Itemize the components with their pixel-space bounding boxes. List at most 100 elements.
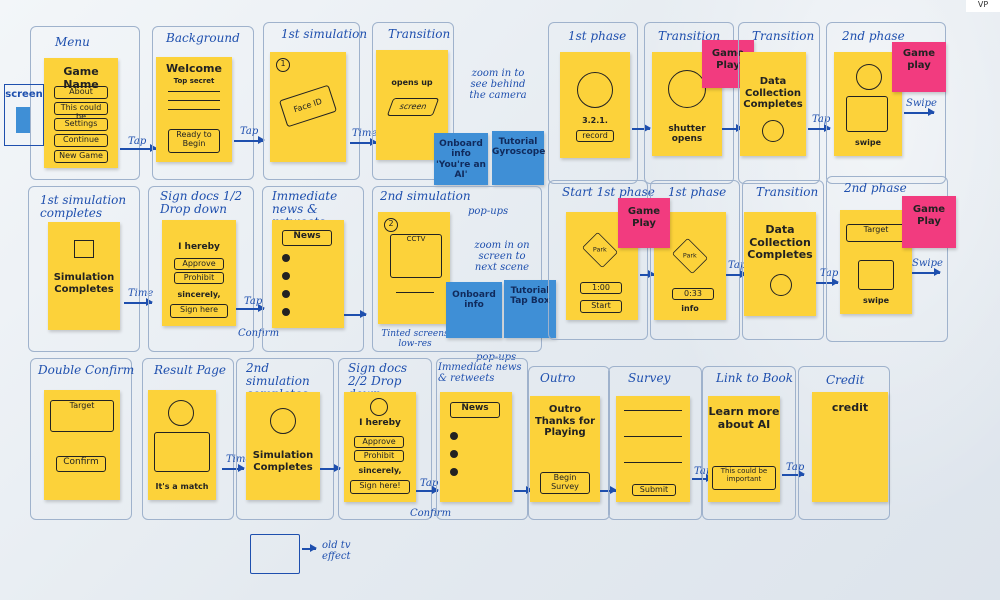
double-confirm-note: Target Confirm bbox=[44, 390, 120, 500]
tap-label: Tap bbox=[812, 114, 831, 125]
arrow-8 bbox=[640, 271, 655, 277]
news-title: News bbox=[450, 402, 500, 418]
arrow-time-1 bbox=[350, 139, 377, 145]
corner-logo: VP bbox=[966, 0, 1000, 12]
phase2b-label: 2nd phase bbox=[844, 181, 907, 195]
transition-label: Transition bbox=[388, 27, 451, 41]
tap-label: Tap bbox=[728, 260, 747, 271]
result-frame bbox=[142, 358, 234, 520]
start-phase-frame bbox=[548, 180, 648, 340]
link-frame bbox=[702, 366, 796, 520]
survey-slider bbox=[624, 410, 682, 411]
opens-up-text: opens up bbox=[391, 78, 433, 87]
shutter-icon bbox=[668, 70, 706, 108]
news-note: News bbox=[272, 220, 344, 328]
survey-note: Submit bbox=[616, 396, 690, 502]
link-label: Link to Book bbox=[716, 371, 794, 385]
transition2-frame bbox=[644, 22, 734, 184]
news-frame bbox=[262, 186, 364, 352]
target-box: Target bbox=[846, 224, 906, 242]
tap-label: Tap bbox=[820, 268, 839, 279]
sim-complete-note: Simulation Completes bbox=[48, 222, 120, 330]
sim-complete-text: Simulation Completes bbox=[53, 272, 115, 295]
person-icon bbox=[16, 107, 30, 133]
time-label: Time bbox=[226, 454, 252, 465]
arrow-swipe-1 bbox=[904, 109, 935, 115]
arrow-swipe-2 bbox=[912, 269, 941, 275]
link-note: Learn more about AI This could be import… bbox=[708, 396, 780, 502]
welcome-title: Welcome bbox=[166, 62, 222, 75]
blue-tutorial-note-2: Tutorial Tap Box bbox=[504, 280, 556, 338]
phase1b-frame bbox=[650, 180, 740, 340]
outro-text: Outro Thanks for Playing bbox=[534, 404, 596, 438]
sim2-frame bbox=[372, 186, 542, 352]
time-label: Time bbox=[128, 288, 154, 299]
menu-item-settings: Settings bbox=[54, 118, 108, 131]
result-label: Result Page bbox=[154, 363, 226, 377]
approve-option: Approve bbox=[174, 258, 224, 270]
outro-note: Outro Thanks for Playing Begin Survey bbox=[530, 396, 600, 502]
phase2b-note: Target swipe bbox=[840, 210, 912, 314]
arrow-tap-1 bbox=[120, 145, 157, 151]
arrow-tap-2 bbox=[234, 137, 265, 143]
blue-onboard-note: Onboard info 'You're an AI' bbox=[434, 133, 488, 185]
time-label: Time bbox=[352, 128, 378, 139]
menu-frame bbox=[30, 26, 140, 180]
arrow-old-tv bbox=[302, 545, 317, 551]
prohibit-option: Prohibit bbox=[174, 272, 224, 284]
sim1-label: 1st simulation bbox=[281, 27, 368, 41]
park-diamond: Park bbox=[671, 237, 709, 275]
cctv-monitor-sketch: CCTV bbox=[390, 234, 442, 278]
tap-label: Tap bbox=[244, 296, 263, 307]
sign-here-box: Sign here! bbox=[350, 480, 410, 494]
park-diamond: Park bbox=[581, 231, 619, 269]
timer-box: 0:33 bbox=[672, 288, 714, 300]
transition4-label: Transition bbox=[756, 185, 819, 199]
arrow-tap-15 bbox=[782, 471, 805, 477]
timer-box: 1:00 bbox=[580, 282, 622, 294]
phase2b-frame bbox=[826, 176, 948, 342]
submit-button-sketch: Submit bbox=[632, 484, 676, 496]
swipe-label: Swipe bbox=[906, 98, 937, 109]
unlock-icon bbox=[74, 240, 94, 258]
zoom-note-2: zoom in on screen to next scene bbox=[474, 240, 530, 273]
blue-onboard-note-2: Onboard info bbox=[446, 282, 502, 338]
sign-docs-note: I hereby Approve Prohibit sincerely, Sig… bbox=[162, 220, 236, 326]
phase1b-label: 1st phase bbox=[668, 185, 727, 199]
survey-slider bbox=[624, 436, 682, 437]
old-tv-label: old tv effect bbox=[322, 540, 351, 562]
face-icon bbox=[856, 64, 882, 90]
seal-icon bbox=[370, 398, 388, 416]
sim2-complete-frame bbox=[236, 358, 334, 520]
pink-game-play-note: Game play bbox=[892, 42, 946, 92]
zoom-note: zoom in to see behind the camera bbox=[469, 68, 527, 101]
card-stack-sketch bbox=[858, 260, 894, 290]
phase2-note: swipe bbox=[834, 52, 902, 156]
countdown-text: 3.2.1. bbox=[582, 116, 608, 125]
double-confirm-label: Double Confirm bbox=[38, 363, 135, 377]
transition3-frame bbox=[738, 22, 820, 184]
transition4-frame bbox=[742, 180, 824, 340]
background-note: Welcome Top secret Ready to Begin bbox=[156, 57, 232, 162]
sign-here-box: Sign here bbox=[170, 304, 228, 318]
arrow-time-2 bbox=[124, 299, 153, 305]
shutter-opens-text: shutter opens bbox=[668, 124, 706, 145]
sim2-note: 2 CCTV bbox=[378, 212, 450, 324]
swipe-label: Swipe bbox=[912, 258, 943, 269]
phase2-frame bbox=[826, 22, 946, 184]
transition-frame bbox=[372, 22, 454, 180]
sim1-frame bbox=[263, 22, 360, 180]
next-arrow-icon bbox=[770, 274, 792, 296]
pink-game-play-note: Game Play bbox=[618, 198, 670, 248]
sim1-note: 1 Face ID bbox=[270, 52, 346, 162]
transition2-label: Transition bbox=[658, 29, 721, 43]
credit-text: credit bbox=[831, 401, 869, 414]
sign-docs-label: Sign docs 1/2 Drop down bbox=[160, 189, 243, 217]
card-stack-sketch bbox=[846, 96, 888, 132]
transition3-label: Transition bbox=[752, 29, 815, 43]
phase1-label: 1st phase bbox=[568, 29, 627, 43]
arrow-12 bbox=[514, 487, 533, 493]
sign-docs2-note: I hereby Approve Prohibit sincerely, Sig… bbox=[344, 392, 416, 502]
begin-survey-button-sketch: Begin Survey bbox=[540, 472, 590, 494]
menu-item-about: About bbox=[54, 86, 108, 99]
